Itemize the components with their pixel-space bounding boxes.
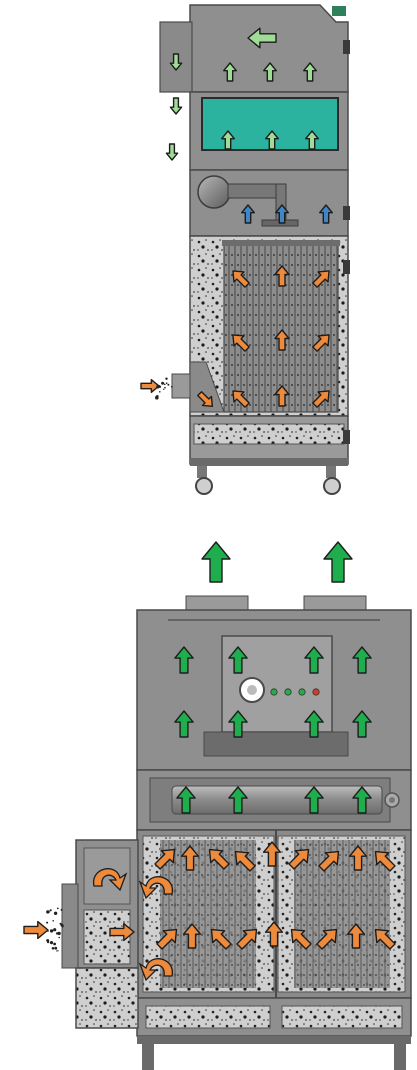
- front-dust-inlet-spray: [46, 908, 64, 952]
- dust-particle: [53, 943, 56, 946]
- side-window-module: [190, 92, 348, 170]
- dust-particle: [167, 384, 169, 386]
- front-fan-module: [137, 610, 411, 770]
- discharge-arrow-icon: [166, 144, 177, 160]
- dust-particle: [61, 909, 63, 911]
- indicator-light: [285, 689, 291, 695]
- side-inlet-port: [172, 374, 190, 398]
- top-handle: [332, 6, 346, 16]
- dust-particle: [50, 929, 53, 932]
- dust-particle: [158, 385, 161, 388]
- indicator-light: [313, 689, 319, 695]
- indicator-light: [271, 689, 277, 695]
- leg-left: [142, 1044, 154, 1070]
- leg-right: [394, 1044, 406, 1070]
- blower-motor: [198, 176, 230, 208]
- dust-particle: [164, 384, 166, 386]
- dust-particle: [161, 382, 164, 385]
- dust-particle: [47, 930, 49, 932]
- exhaust-arrow-icon: [202, 542, 230, 582]
- side-top-module: [160, 5, 348, 92]
- fan-housing-base: [204, 732, 348, 756]
- dust-drawer-right: [282, 1006, 402, 1028]
- dust-particle: [50, 941, 53, 944]
- indicator-light: [299, 689, 305, 695]
- cleaning-pipe: [172, 786, 382, 814]
- front-inlet-arrow-icon: [24, 922, 48, 939]
- dust-particle: [54, 912, 57, 915]
- pre-separator-bin: [76, 968, 138, 1028]
- dust-particle: [52, 947, 55, 950]
- dust-particle: [61, 925, 63, 927]
- side-filter-chamber: [172, 236, 348, 416]
- dust-particle: [164, 387, 166, 389]
- side-inlet-arrow-icon: [141, 380, 159, 393]
- side-dust-hopper: [190, 416, 348, 466]
- front-inlet-port: [62, 884, 78, 968]
- dust-particle: [54, 947, 57, 950]
- dust-particle: [165, 378, 167, 380]
- side-view-unit: [160, 5, 350, 494]
- outlet-stub-left: [186, 596, 248, 610]
- filter-cartridge-right: [294, 840, 390, 988]
- dust-particle: [57, 908, 59, 910]
- dust-particle: [53, 928, 56, 931]
- front-hopper: [137, 998, 411, 1070]
- dust-particle: [56, 932, 58, 934]
- front-pipe-module: [137, 770, 411, 830]
- exhaust-arrow-icon: [324, 542, 352, 582]
- dust-particle: [56, 950, 57, 951]
- side-casters: [196, 466, 340, 494]
- side-blower-module: [190, 170, 348, 236]
- dust-particle: [50, 909, 52, 911]
- caster-right: [324, 478, 340, 494]
- dust-particle: [47, 941, 49, 943]
- dust-particle: [60, 923, 62, 925]
- dust-particle: [52, 920, 54, 922]
- dust-particle: [46, 910, 49, 913]
- dust-particle: [58, 950, 59, 951]
- dust-particle: [166, 382, 168, 384]
- dust-particle: [163, 389, 164, 390]
- caster-left: [196, 478, 212, 494]
- dust-drawer-left: [146, 1006, 270, 1028]
- dust-particle: [155, 396, 159, 400]
- discharge-arrow-icon: [170, 98, 181, 114]
- dust-particle: [159, 391, 161, 393]
- side-dust-inlet-spray: [155, 378, 173, 400]
- dust-particle: [46, 922, 48, 924]
- dust-particle: [58, 937, 60, 939]
- outlet-stub-right: [304, 596, 366, 610]
- dust-particle: [171, 386, 173, 388]
